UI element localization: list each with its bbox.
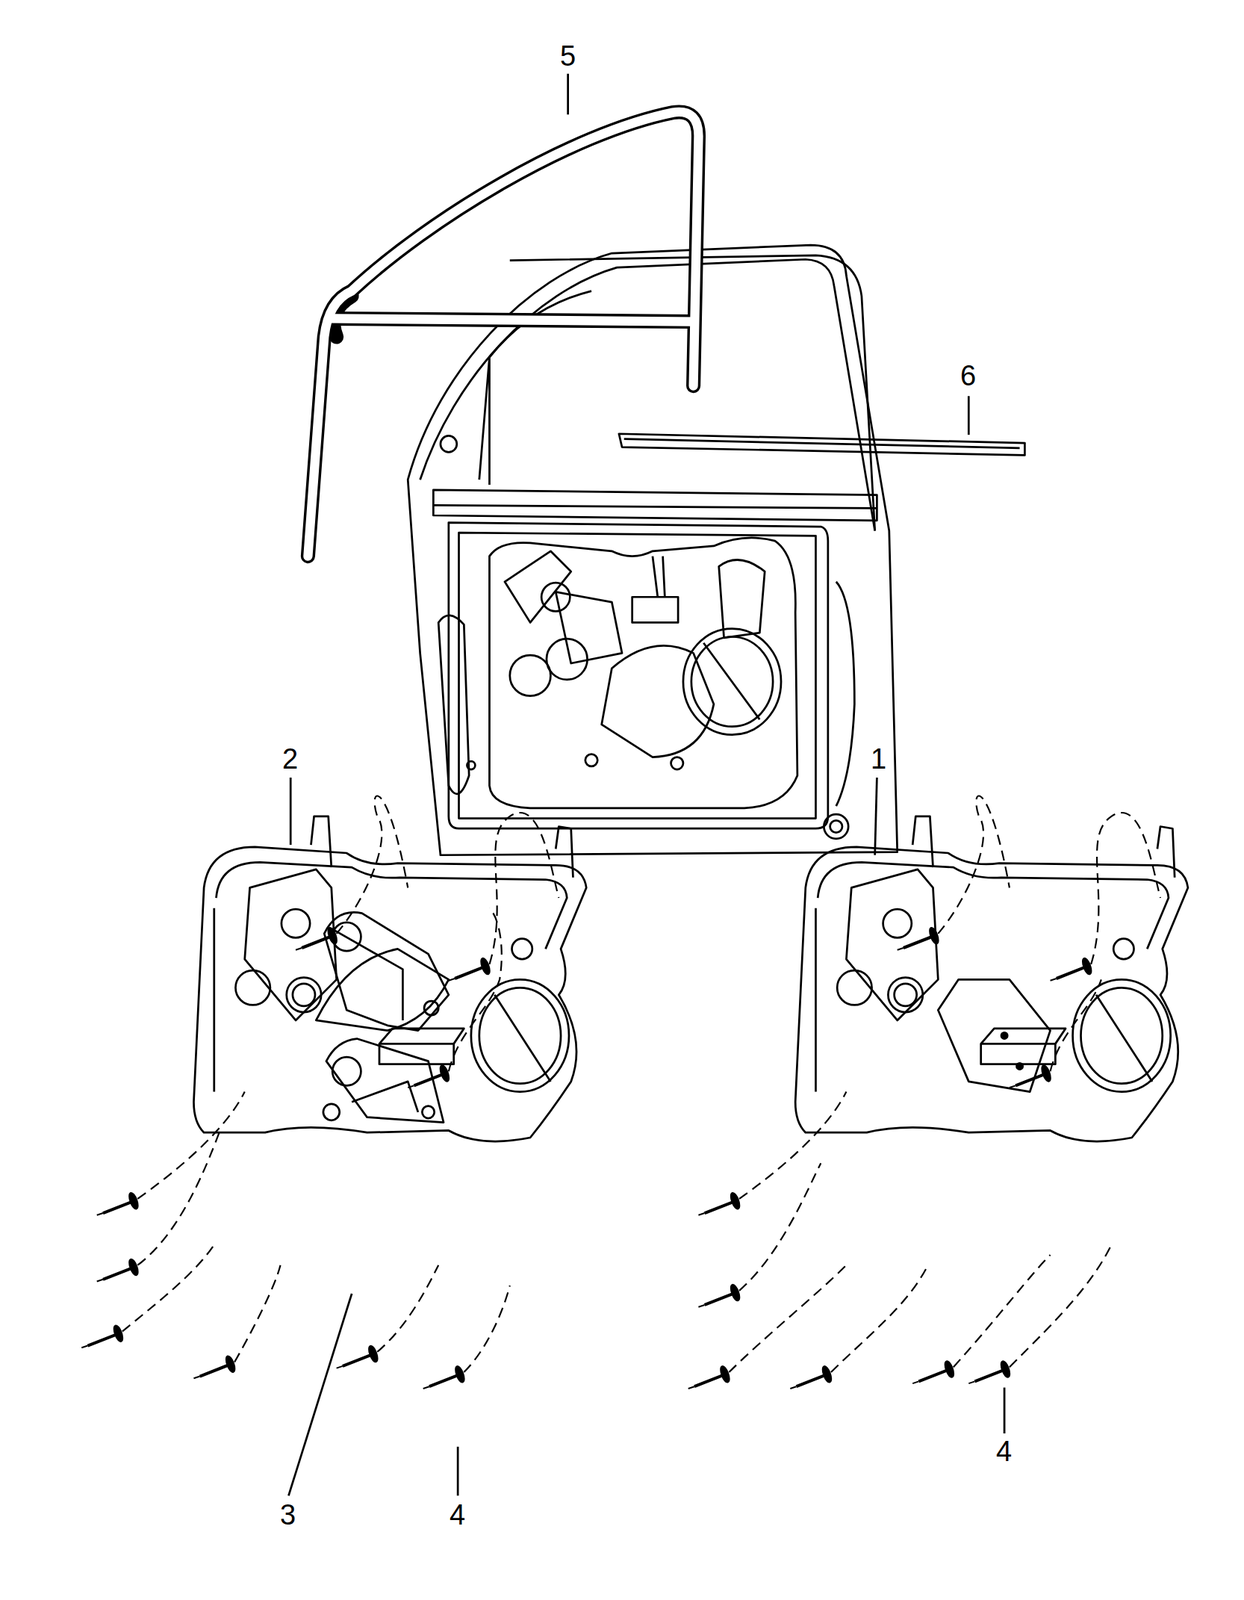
callout-number: 3 bbox=[277, 1498, 299, 1530]
callout-number: 4 bbox=[446, 1498, 469, 1530]
callout-number: 1 bbox=[867, 742, 890, 775]
callout-number: 5 bbox=[557, 40, 579, 72]
callout-number: 2 bbox=[279, 742, 301, 775]
callout-number: 4 bbox=[993, 1435, 1015, 1467]
callout-number: 6 bbox=[957, 359, 979, 392]
